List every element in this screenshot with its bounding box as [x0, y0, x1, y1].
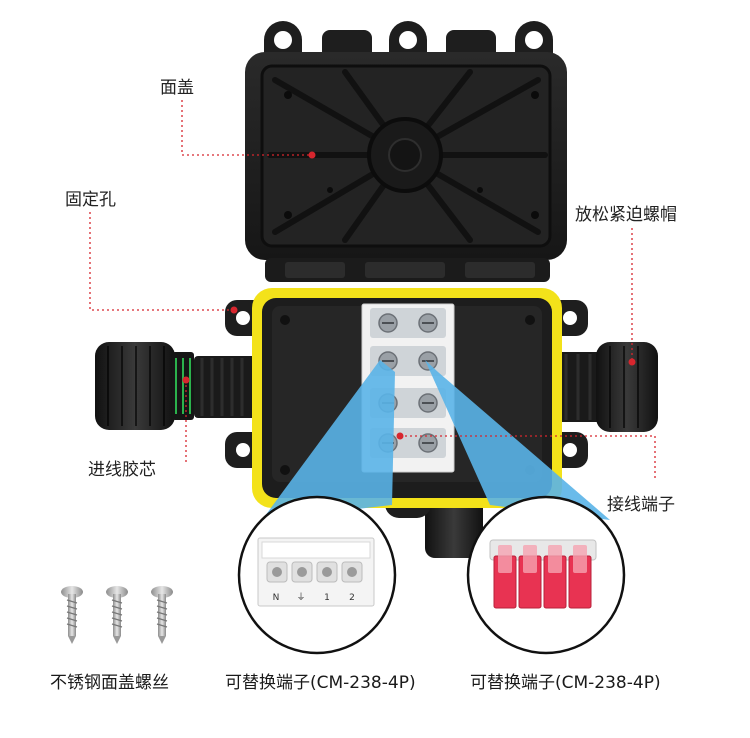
terminal-zoom-right: [466, 495, 626, 655]
callout-lines: [89, 100, 656, 478]
zoom-beams: [262, 360, 610, 520]
label-lid: 面盖: [160, 78, 194, 98]
caption-terminal-right: 可替换端子(CM-238-4P): [470, 673, 661, 693]
label-fixing-hole: 固定孔: [65, 190, 116, 210]
callout-terminal-block: [400, 435, 656, 478]
screw-2: [106, 586, 128, 644]
terminal-marking-2: 2: [349, 593, 355, 603]
left-cable-gland: [95, 342, 260, 430]
callout-fixing-hole: [89, 212, 234, 311]
bottom-cable-gland: [425, 498, 483, 558]
terminal-zoom-left: N ⏚ 1 2: [237, 495, 397, 655]
label-release-nut: 放松紧迫螺帽: [575, 205, 677, 225]
terminal-marking-1: 1: [324, 593, 330, 603]
caption-terminal-left: 可替换端子(CM-238-4P): [225, 673, 416, 693]
right-cable-gland: [556, 342, 658, 432]
stainless-screws: [61, 586, 173, 644]
callout-dots: [182, 151, 636, 440]
callout-lid: [181, 100, 312, 156]
screw-1: [61, 586, 83, 644]
caption-screws: 不锈钢面盖螺丝: [50, 673, 169, 693]
label-terminal-block: 接线端子: [607, 495, 675, 515]
lid: [245, 21, 567, 282]
terminal-marking-ground: ⏚: [296, 592, 305, 603]
screw-3: [151, 586, 173, 644]
label-inlet-seal: 进线胶芯: [88, 460, 156, 480]
terminal-marking-n: N: [273, 593, 280, 603]
